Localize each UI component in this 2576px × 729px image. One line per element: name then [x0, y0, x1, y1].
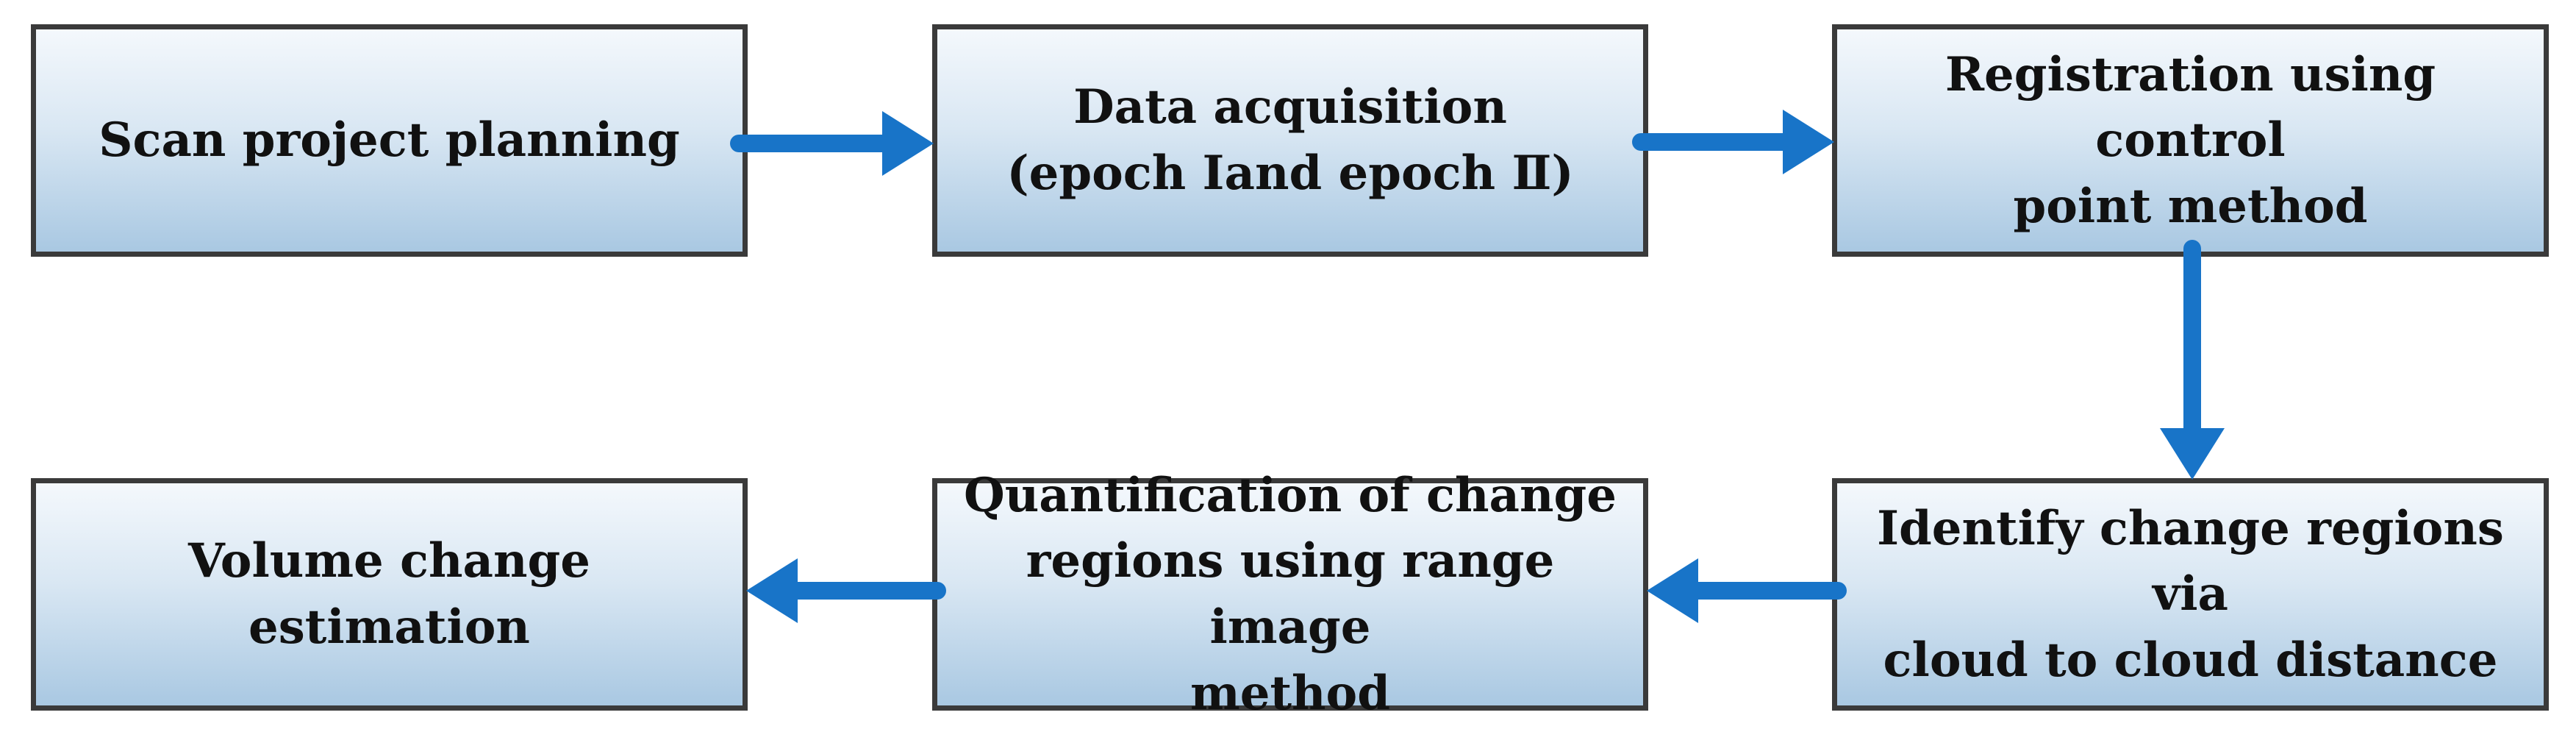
step-identify-change-regions: Identify change regions via cloud to clo… [1832, 478, 2549, 711]
step-volume-change-estimation: Volume change estimation [31, 478, 748, 711]
step-registration: Registration using control point method [1832, 24, 2549, 257]
step-data-acquisition: Data acquisition (epoch Ⅰand epoch Ⅱ) [932, 24, 1648, 257]
step-scan-project-planning: Scan project planning [31, 24, 748, 257]
arrow-b1-to-b2-head [882, 111, 934, 176]
arrow-b3-to-b4-head [2160, 428, 2225, 480]
arrow-b2-to-b3-head [1783, 110, 1834, 174]
arrow-b4-to-b5-head [1647, 558, 1698, 623]
arrow-b5-to-b6-head [746, 558, 798, 623]
